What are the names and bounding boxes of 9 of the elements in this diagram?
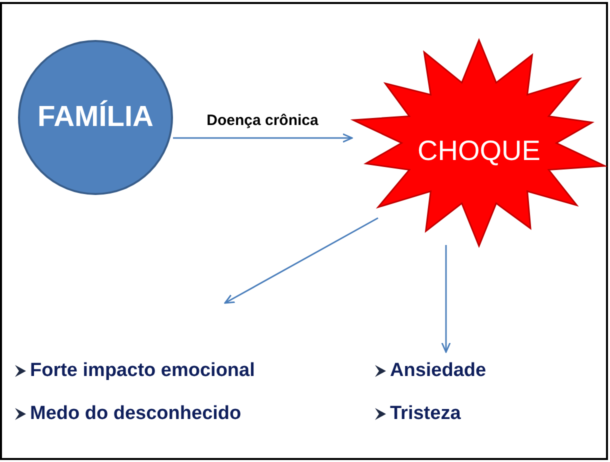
node-label: CHOQUE — [418, 134, 540, 168]
node-label: FAMÍLIA — [38, 99, 154, 135]
list-item: Medo do desconhecido — [30, 404, 242, 423]
list-item: Tristeza — [390, 404, 461, 423]
arrow — [224, 217, 378, 304]
list-item: Forte impacto emocional — [30, 361, 255, 380]
arrow — [173, 133, 353, 143]
list-item: Ansiedade — [390, 361, 486, 380]
arrow — [441, 245, 451, 353]
